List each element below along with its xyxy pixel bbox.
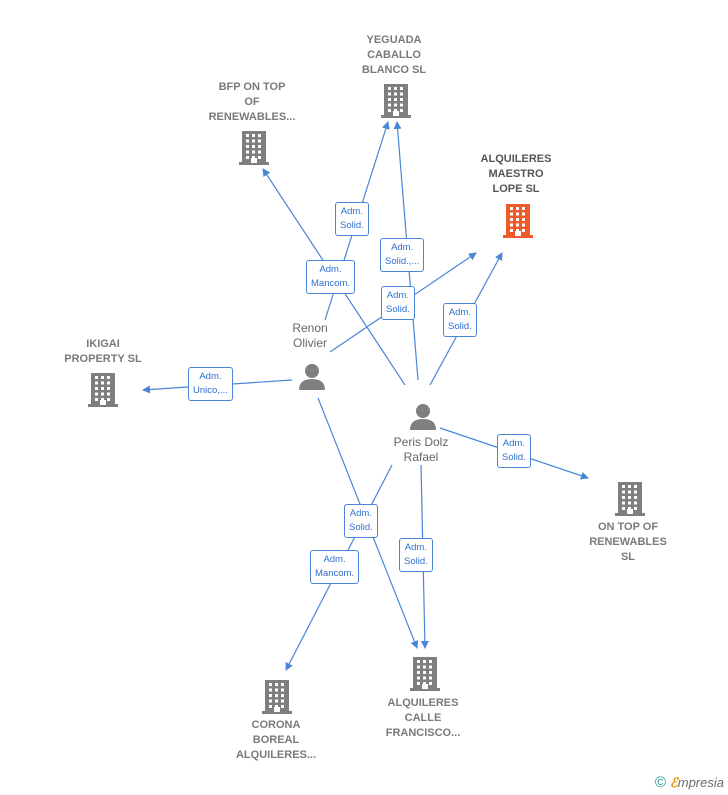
- building-icon-corona[interactable]: [262, 680, 292, 714]
- brand-initial: ℰ: [669, 775, 678, 790]
- building-icon-alquileres-maestro[interactable]: [503, 204, 533, 238]
- person-icon-renon[interactable]: [299, 364, 325, 390]
- edge-label-peris-corona[interactable]: Adm. Mancom.: [310, 550, 360, 584]
- building-icon-ikigai[interactable]: [88, 373, 118, 407]
- copyright-symbol: ©: [654, 774, 666, 791]
- edge-label-renon-ikigai[interactable]: Adm. Unico,...: [188, 367, 233, 401]
- building-icon-alquileres-calle[interactable]: [410, 657, 440, 691]
- company-label-bfp[interactable]: BFP ON TOP OF RENEWABLES...: [208, 81, 296, 123]
- edge-label-renon-calle[interactable]: Adm. Solid.: [344, 504, 378, 538]
- edge-label-peris-maestro[interactable]: Adm. Solid.: [443, 303, 477, 337]
- company-label-corona[interactable]: CORONA BOREAL ALQUILERES...: [235, 719, 317, 761]
- edge-label-peris-calle[interactable]: Adm. Solid.: [399, 538, 433, 572]
- brand-name: mpresia: [677, 775, 724, 790]
- building-icon-yeguada[interactable]: [381, 84, 411, 118]
- edge-label-peris-yeguada[interactable]: Adm. Solid.,...: [380, 238, 425, 272]
- building-icon-on-top[interactable]: [615, 482, 645, 516]
- company-label-yeguada[interactable]: YEGUADA CABALLO BLANCO SL: [361, 34, 427, 76]
- person-label-peris[interactable]: Peris Dolz Rafael: [393, 435, 449, 464]
- edge-label-peris-ontop[interactable]: Adm. Solid.: [497, 434, 531, 468]
- company-label-alquileres-calle[interactable]: ALQUILERES CALLE FRANCISCO...: [385, 697, 461, 739]
- person-label-renon[interactable]: Renon Olivier: [292, 321, 328, 350]
- empresia-logo[interactable]: ©ℰmpresia: [655, 774, 724, 791]
- edge-label-renon-yeguada[interactable]: Adm. Solid.: [335, 202, 369, 236]
- edge-label-peris-bfp[interactable]: Adm. Mancom.: [306, 260, 356, 294]
- company-label-ikigai[interactable]: IKIGAI PROPERTY SL: [64, 338, 142, 365]
- company-label-on-top[interactable]: ON TOP OF RENEWABLES SL: [589, 521, 667, 563]
- person-icon-peris[interactable]: [410, 404, 436, 430]
- building-icon-bfp[interactable]: [239, 131, 269, 165]
- company-label-alquileres-maestro[interactable]: ALQUILERES MAESTRO LOPE SL: [480, 153, 552, 195]
- edge-label-renon-maestro[interactable]: Adm. Solid.: [381, 286, 415, 320]
